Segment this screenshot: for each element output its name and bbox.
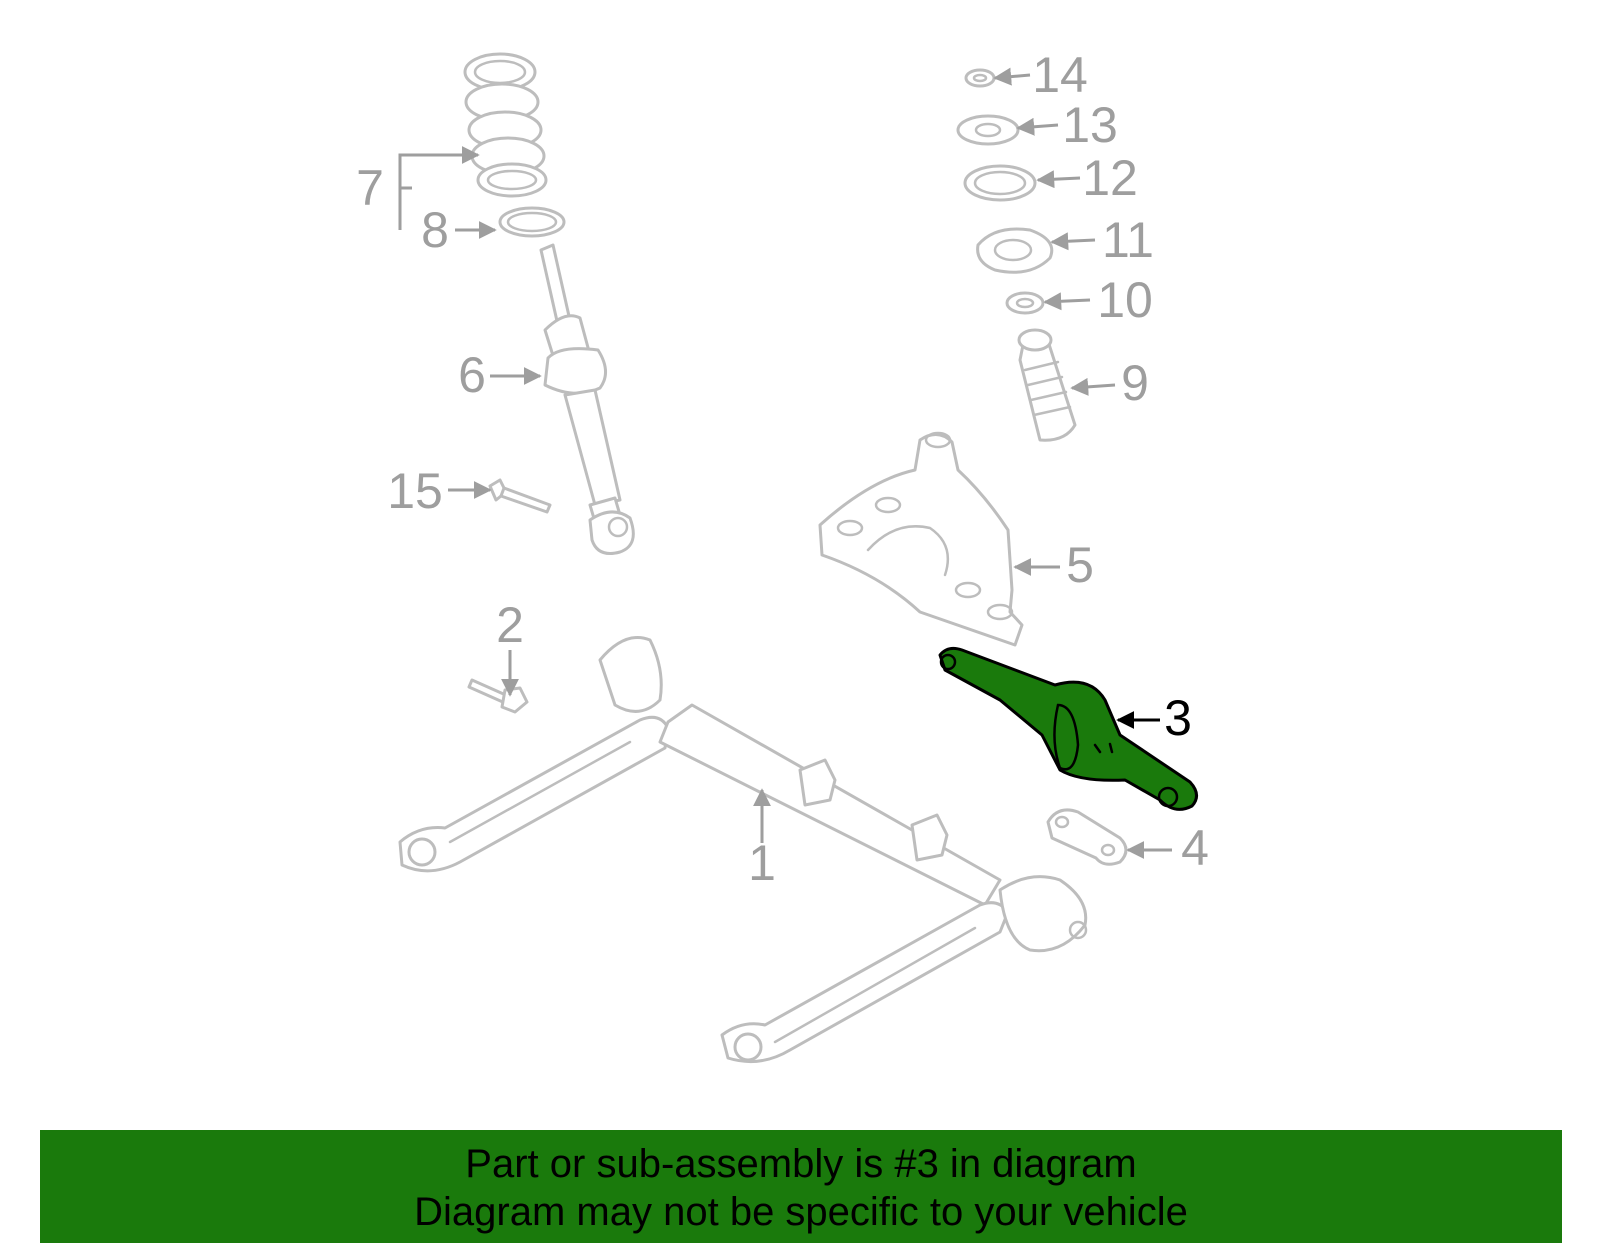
bump-washer-10	[1005, 291, 1045, 315]
lower-control-arm-3[interactable]	[938, 646, 1198, 811]
disclaimer-line-2: Diagram may not be specific to your vehi…	[414, 1190, 1188, 1234]
bolt-15	[488, 478, 552, 514]
callout-2: 2	[496, 597, 524, 653]
spring-insulator	[498, 206, 566, 238]
disclaimer-line-1: Part or sub-assembly is #3 in diagram	[465, 1142, 1137, 1186]
callout-12: 12	[1082, 150, 1138, 206]
link-4	[1046, 808, 1128, 866]
callout-9: 9	[1121, 355, 1149, 411]
callout-14: 14	[1032, 47, 1088, 103]
callout-8: 8	[421, 202, 449, 258]
axle-beam-1	[398, 636, 1088, 1064]
callout-11: 11	[1102, 212, 1154, 268]
mount-plate-13	[956, 114, 1020, 146]
bump-stop-9	[1017, 328, 1077, 442]
mount-seat-12	[963, 164, 1037, 202]
disclaimer-banner: Part or sub-assembly is #3 in diagram Di…	[40, 1130, 1562, 1243]
coil-spring	[463, 52, 548, 198]
callout-10: 10	[1097, 272, 1153, 328]
callout-6: 6	[458, 347, 486, 403]
mount-washer-14	[964, 68, 996, 88]
strut-mount-11	[976, 227, 1054, 274]
callout-4: 4	[1181, 820, 1209, 876]
shock-absorber	[539, 243, 635, 555]
bracket-5	[818, 431, 1024, 647]
callout-labels: 1 2 3 4 5 6 7 8 9 10 11 12 13 14 15	[356, 47, 1209, 891]
callout-7: 7	[356, 160, 384, 216]
callout-3[interactable]: 3	[1164, 690, 1192, 746]
callout-5: 5	[1066, 537, 1094, 593]
callout-15: 15	[387, 463, 443, 519]
parts-diagram: 1 2 3 4 5 6 7 8 9 10 11 12 13 14 15	[356, 47, 1209, 1064]
leader-lines	[398, 67, 1172, 859]
bolt-2	[467, 678, 529, 714]
callout-1: 1	[748, 835, 776, 891]
callout-13: 13	[1062, 97, 1118, 153]
